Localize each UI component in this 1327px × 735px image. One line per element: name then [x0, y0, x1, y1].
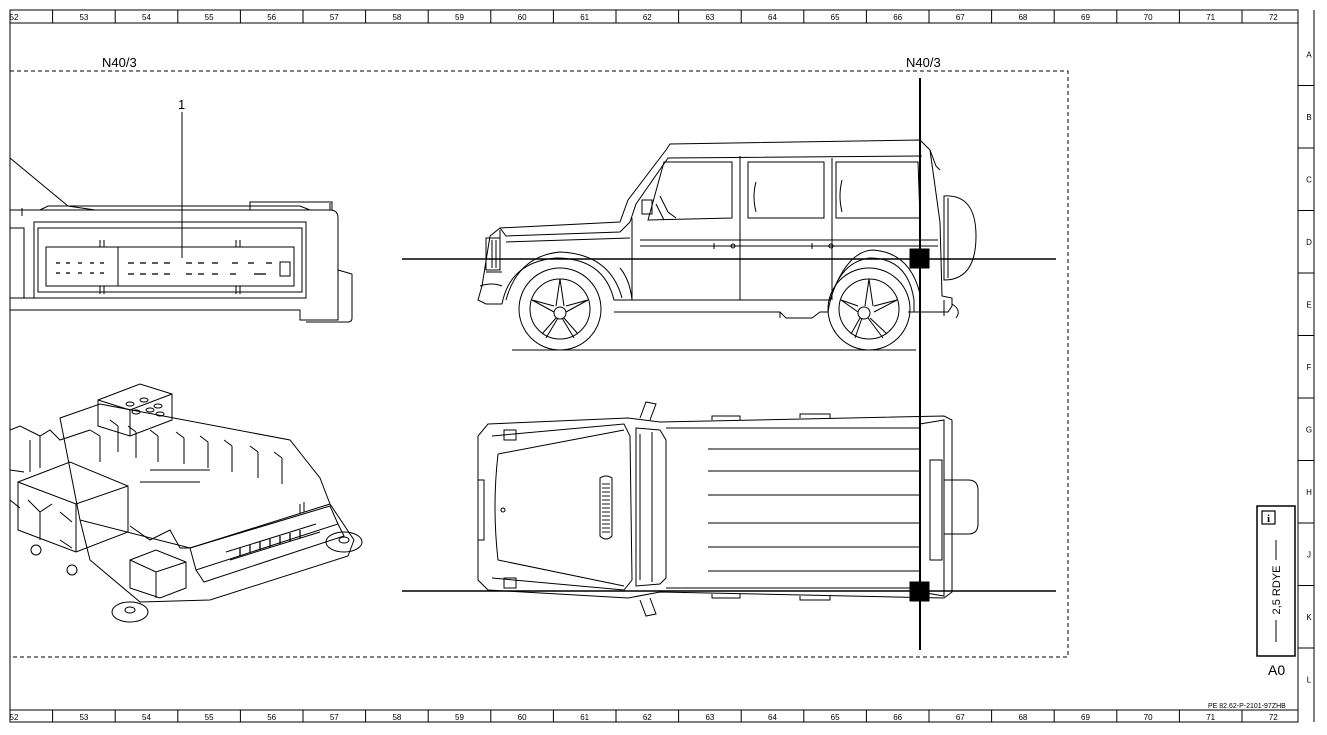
- ruler-column-label: 57: [330, 713, 339, 722]
- wire-label: 2,5 RDYE: [1271, 566, 1283, 615]
- ruler-row-label: B: [1306, 113, 1311, 122]
- ruler-column-label: 54: [142, 13, 151, 22]
- top-ruler-labels: 52 53 54 55 56 57 58 59 60 61 62 63 64 65 66 67 68 69 70 71…: [10, 13, 1279, 22]
- ruler-row-label: E: [1306, 300, 1311, 309]
- ruler-column-label: 68: [1018, 13, 1027, 22]
- ruler-column-label: 66: [893, 713, 902, 722]
- vehicle-side-view: [477, 139, 977, 351]
- ruler-column-label: 71: [1206, 13, 1215, 22]
- control-unit-iso-view: [10, 383, 363, 623]
- callout-number: 1: [178, 97, 185, 112]
- location-marker-top: [909, 581, 930, 602]
- ruler-column-label: 52: [10, 713, 19, 722]
- ruler-column-label: 67: [956, 13, 965, 22]
- bottom-ruler: [52, 710, 1243, 722]
- ruler-column-label: 57: [330, 13, 339, 22]
- ruler-column-label: 70: [1144, 13, 1153, 22]
- side-ruler: [1298, 85, 1314, 649]
- ruler-column-label: 52: [10, 13, 19, 22]
- ruler-column-label: 70: [1144, 713, 1153, 722]
- ruler-column-label: 55: [205, 13, 214, 22]
- control-unit-front-view: [10, 112, 353, 323]
- ruler-row-label: C: [1306, 175, 1312, 184]
- sheet-frame: [9, 9, 1315, 723]
- ruler-column-label: 64: [768, 13, 777, 22]
- ruler-column-label: 69: [1081, 13, 1090, 22]
- ruler-column-label: 54: [142, 713, 151, 722]
- ruler-row-label: A: [1306, 50, 1312, 59]
- component-boundary: [10, 70, 1069, 658]
- ruler-column-label: 64: [768, 713, 777, 722]
- ruler-column-label: 72: [1269, 13, 1278, 22]
- ruler-row-label: L: [1307, 675, 1312, 684]
- ruler-column-label: 53: [79, 713, 88, 722]
- ruler-column-label: 68: [1018, 713, 1027, 722]
- location-marker-side: [909, 248, 930, 269]
- fuse-ref: A0: [1268, 662, 1285, 678]
- ruler-column-label: 59: [455, 13, 464, 22]
- ruler-column-label: 62: [643, 13, 652, 22]
- position-markers: [402, 78, 1056, 650]
- vehicle-top-view: [477, 401, 979, 617]
- ruler-column-label: 62: [643, 713, 652, 722]
- ruler-column-label: 60: [518, 713, 527, 722]
- component-label-left: N40/3: [102, 55, 137, 70]
- ruler-column-label: 53: [79, 13, 88, 22]
- ruler-column-label: 61: [580, 713, 589, 722]
- side-ruler-labels: A B C D E F G H J K L: [1306, 50, 1312, 684]
- component-label-right: N40/3: [906, 55, 941, 70]
- ruler-row-label: G: [1306, 425, 1312, 434]
- ruler-column-label: 67: [956, 713, 965, 722]
- document-code: PE 82.62-P-2101-97ZHB: [1208, 703, 1286, 710]
- ruler-column-label: 66: [893, 13, 902, 22]
- ruler-row-label: D: [1306, 238, 1312, 247]
- wire-info-box: i 2,5 RDYE: [1256, 505, 1296, 657]
- ruler-column-label: 58: [392, 713, 401, 722]
- ruler-column-label: 59: [455, 713, 464, 722]
- info-icon: [1261, 510, 1276, 525]
- ruler-column-label: 55: [205, 713, 214, 722]
- ruler-row-label: K: [1306, 613, 1312, 622]
- ruler-column-label: 69: [1081, 713, 1090, 722]
- ruler-column-label: 61: [580, 13, 589, 22]
- ruler-column-label: 60: [518, 13, 527, 22]
- ruler-column-label: 72: [1269, 713, 1278, 722]
- ruler-column-label: 63: [705, 13, 714, 22]
- ruler-row-label: F: [1307, 363, 1312, 372]
- ruler-column-label: 71: [1206, 713, 1215, 722]
- ruler-column-label: 63: [705, 713, 714, 722]
- top-ruler: [52, 10, 1243, 23]
- ruler-column-label: 56: [267, 713, 276, 722]
- bottom-ruler-labels: 52 53 54 55 56 57 58 59 60 61 62 63 64 65 66 67 68 69 70 71…: [10, 713, 1279, 722]
- info-symbol: i: [1267, 513, 1270, 525]
- ruler-row-label: H: [1306, 488, 1312, 497]
- ruler-row-label: J: [1307, 550, 1311, 559]
- ruler-column-label: 58: [392, 13, 401, 22]
- ruler-column-label: 65: [831, 713, 840, 722]
- ruler-column-label: 65: [831, 13, 840, 22]
- ruler-column-label: 56: [267, 13, 276, 22]
